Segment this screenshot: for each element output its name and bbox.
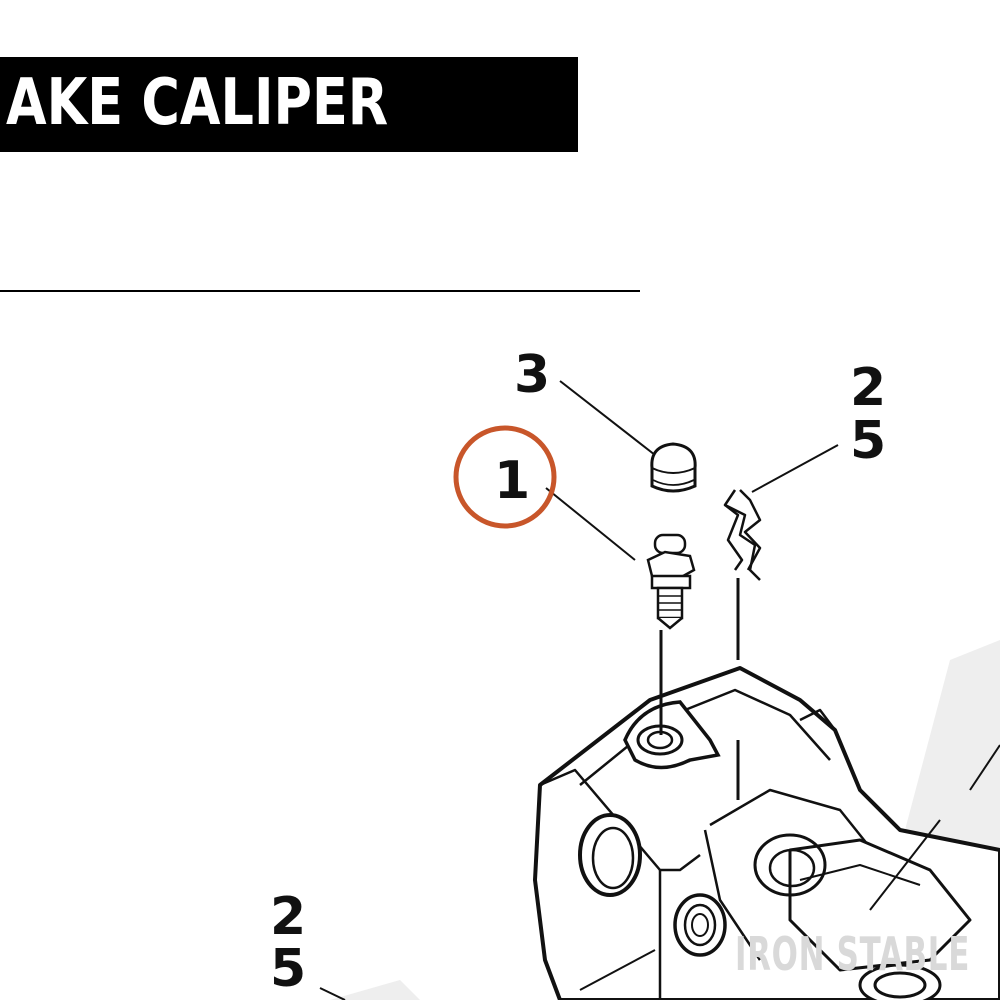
- callout-part-1: 1: [494, 451, 530, 511]
- callout-part-25-bottom-digit-2: 5: [270, 939, 306, 999]
- bleed-port: [623, 700, 721, 770]
- callout-part-3: 3: [514, 345, 550, 405]
- piston-bore: [753, 833, 827, 897]
- page-title: AKE CALIPER: [6, 66, 389, 140]
- watermark-text: IRON STABLE: [735, 927, 970, 981]
- callout-part-25-top-digit-1: 2: [850, 358, 886, 418]
- highlight-circle: [453, 425, 557, 529]
- callout-part-25-top-digit-2: 5: [850, 411, 886, 471]
- bolt-head: [858, 963, 942, 1000]
- side-bore: [578, 813, 642, 897]
- title-banner: AKE CALIPER: [0, 57, 578, 152]
- pin-clip: [723, 489, 762, 581]
- divider-line: [0, 290, 640, 292]
- callout-part-25-bottom-digit-1: 2: [270, 887, 306, 947]
- lower-fitting: [673, 893, 727, 957]
- bleeder-screw: [646, 533, 696, 630]
- leader-lines: [319, 380, 1000, 1000]
- dust-cap: [650, 442, 697, 493]
